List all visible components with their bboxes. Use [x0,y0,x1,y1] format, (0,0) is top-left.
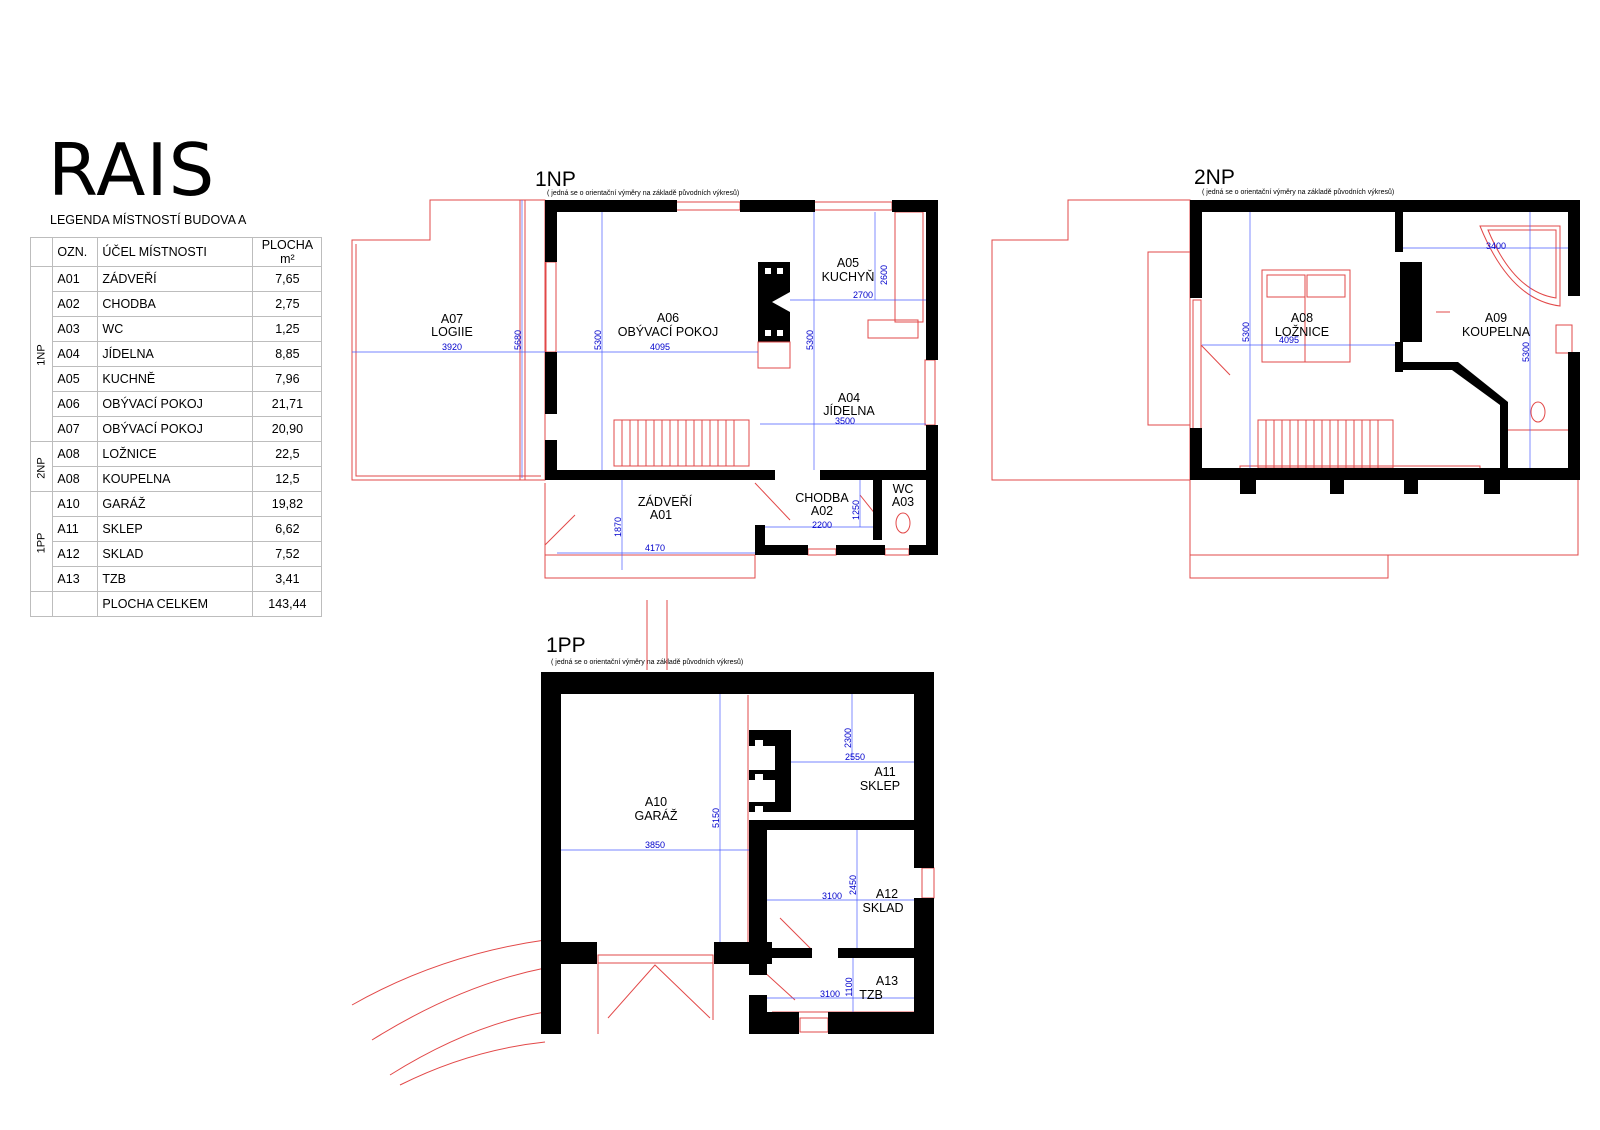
svg-text:4095: 4095 [1279,335,1299,345]
room-name-a06: OBÝVACÍ POKOJ [618,324,719,339]
plan-note-1np: ( jedná se o orientační výměry na základ… [547,189,739,197]
table-row: A07 OBÝVACÍ POKOJ 20,90 [31,416,323,442]
toilet-icon [1530,401,1546,423]
staircase-1np [613,419,750,467]
room-code-a06: A06 [657,311,679,325]
table-row: 2NP A08 LOŽNICE 22,5 [29,441,323,492]
svg-text:5150: 5150 [711,808,721,828]
svg-text:3500: 3500 [835,416,855,426]
room-code-a13: A13 [876,974,898,988]
walls-2np [1190,200,1580,494]
svg-text:5300: 5300 [805,330,815,350]
table-row: 1NP A01 ZÁDVEŘÍ 7,65 [29,266,323,442]
room-code-a01: A01 [650,508,672,522]
garage-door-swing [607,964,711,1019]
room-name-a09: KOUPELNA [1462,325,1531,339]
room-code-a09: A09 [1485,311,1507,325]
room-name-a02: CHODBA [795,491,849,505]
plan-note-2np: ( jedná se o orientační výměry na základ… [1202,188,1394,196]
toilet-icon [895,512,911,534]
staircase-2np [1257,419,1394,469]
table-row: A08 KOUPELNA 12,5 [31,466,323,492]
svg-text:3100: 3100 [820,989,840,999]
svg-text:3850: 3850 [645,840,665,850]
bed [1261,269,1351,363]
svg-text:3400: 3400 [1486,241,1506,251]
svg-text:2600: 2600 [879,265,889,285]
room-code-a08: A08 [1291,311,1313,325]
table-total-row: PLOCHA CELKEM 143,44 [29,591,323,617]
walls-1pp [541,672,934,1034]
svg-text:5680: 5680 [513,330,523,350]
plan-title-1pp: 1PP [546,634,586,657]
room-name-a13: TZB [859,988,883,1002]
legend-title: LEGENDA MÍSTNOSTÍ BUDOVA A [50,213,247,227]
room-name-a08: LOŽNICE [1275,324,1329,339]
svg-text:1250: 1250 [851,500,861,520]
room-legend-table: OZN. ÚČEL MÍSTNOSTI PLOCHA m² 1NP A01 ZÁ… [29,237,323,617]
table-header-row: OZN. ÚČEL MÍSTNOSTI PLOCHA m² [29,237,323,267]
svg-text:5300: 5300 [1241,322,1251,342]
svg-text:2700: 2700 [853,290,873,300]
svg-text:2550: 2550 [845,752,865,762]
sink-icon [1555,324,1573,354]
svg-text:4095: 4095 [650,342,670,352]
table-row: A06 OBÝVACÍ POKOJ 21,71 [31,391,323,417]
room-code-a12: A12 [876,887,898,901]
room-code-a10: A10 [645,795,667,809]
svg-text:1870: 1870 [613,517,623,537]
header-area: PLOCHA m² [252,237,323,267]
bathtub-icon [1479,225,1561,307]
brand-logo: RAIS [48,128,216,212]
plan-2np: 2NP ( jedná se o orientační výměry na zá… [991,166,1580,579]
svg-text:1100: 1100 [844,977,854,996]
svg-text:2300: 2300 [843,728,853,748]
plan-1pp: 1PP ( jedná se o orientační výměry na zá… [351,600,935,1086]
room-code-a03: A03 [892,495,914,509]
room-name-a11: SKLEP [860,779,900,793]
svg-text:5300: 5300 [593,330,603,350]
room-code-a02: A02 [811,504,833,518]
room-name-a10: GARÁŽ [634,808,677,823]
svg-text:5300: 5300 [1521,342,1531,362]
svg-text:4170: 4170 [645,543,665,553]
plan-title-1np: 1NP [535,168,576,191]
svg-text:2200: 2200 [812,520,832,530]
room-name-a04: JÍDELNA [823,403,875,418]
header-purpose: ÚČEL MÍSTNOSTI [97,237,254,267]
table-row: A03 WC 1,25 [31,316,323,342]
header-code: OZN. [52,237,99,267]
plan-1np: 1NP ( jedná se o orientační výměry na zá… [351,168,938,579]
svg-text:2450: 2450 [848,875,858,895]
total-value: 143,44 [252,591,323,617]
table-row: A04 JÍDELNA 8,85 [31,341,323,367]
room-name-a01: ZÁDVEŘÍ [638,494,693,509]
plan-title-2np: 2NP [1194,166,1235,189]
room-name-a03: WC [893,482,914,496]
room-code-a11: A11 [874,765,895,779]
svg-text:3920: 3920 [442,342,462,352]
room-name-a05: KUCHYŇ [822,269,875,284]
room-name-a07: LOGIIE [431,325,473,339]
table-row: A12 SKLAD 7,52 [31,541,323,567]
walls-1np [545,200,938,555]
room-code-a04: A04 [838,391,860,405]
room-code-a05: A05 [837,256,859,270]
room-code-a07: A07 [441,312,463,326]
table-row: A11 SKLEP 6,62 [31,516,323,542]
svg-text:3100: 3100 [822,891,842,901]
kitchen-counter [867,319,919,339]
total-label: PLOCHA CELKEM [97,591,254,617]
table-row: A02 CHODBA 2,75 [31,291,323,317]
room-name-a12: SKLAD [863,901,904,915]
